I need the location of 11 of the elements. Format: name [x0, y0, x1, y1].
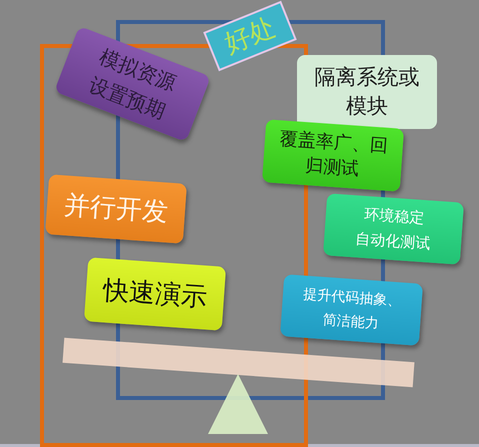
- card-label: 隔离系统或模块: [313, 64, 420, 120]
- card-label: 好处: [221, 14, 279, 58]
- card-label: 提升代码抽象、简洁能力: [302, 285, 403, 334]
- card-label: 自动化测试: [354, 228, 431, 255]
- rounded-card: [297, 55, 437, 129]
- card-label: 覆盖率广、回归测试: [278, 128, 390, 182]
- fulcrum-triangle: [208, 374, 268, 434]
- card-label: 模拟资源设置预期: [84, 43, 181, 126]
- card-label: 环境稳定: [364, 203, 426, 229]
- card-label: 并行开发: [63, 192, 169, 226]
- card-label: 快速演示: [102, 277, 208, 311]
